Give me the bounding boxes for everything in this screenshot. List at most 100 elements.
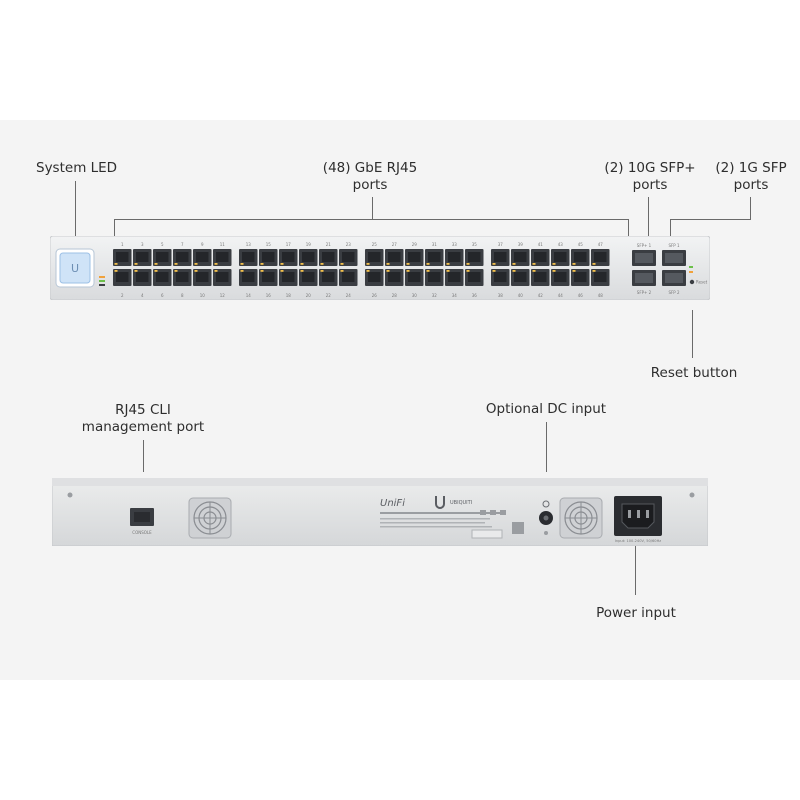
leader-power-input: [635, 545, 636, 595]
ubiquiti-logo-icon: [435, 496, 445, 509]
leader-cli-port: [143, 440, 144, 472]
system-led-button[interactable]: U: [55, 248, 95, 288]
rj45-port-jack: [594, 252, 607, 262]
rj45-port-jack: [242, 272, 255, 282]
svg-text:Reset: Reset: [696, 280, 708, 285]
port-number-label: 31: [432, 242, 438, 247]
port-led: [426, 263, 430, 265]
port-led: [592, 263, 596, 265]
screw-icon: [689, 492, 695, 498]
leader-system-led: [75, 181, 76, 236]
callout-cli-port: RJ45 CLI management port: [81, 402, 205, 435]
leader-sfp-bar: [670, 219, 751, 220]
port-led: [114, 263, 118, 265]
port-number-label: 35: [472, 242, 478, 247]
rj45-port-jack: [136, 252, 149, 262]
sfp-2-label: SFP 2: [668, 290, 680, 295]
rj45-port-jack: [156, 272, 169, 282]
port-number-label: 3: [141, 242, 144, 247]
rj45-port-jack: [428, 252, 441, 262]
rj45-port-jack: [282, 272, 295, 282]
rj45-port-jack: [534, 272, 547, 282]
ac-power-inlet[interactable]: Input: 100-240V, 50/60Hz: [614, 496, 662, 543]
rj45-port-jack: [574, 272, 587, 282]
port-led: [446, 270, 450, 272]
rj45-port-jack: [156, 252, 169, 262]
port-number-label: 24: [346, 293, 352, 298]
switch-rear-panel: CONSOLE UniFi UBIQUITI: [52, 478, 708, 546]
rj45-port-jack: [468, 272, 481, 282]
port-led: [340, 263, 344, 265]
svg-text:Input: 100-240V, 50/60Hz: Input: 100-240V, 50/60Hz: [615, 539, 661, 543]
rj45-port-jack: [408, 272, 421, 282]
rj45-port-jack: [494, 252, 507, 262]
port-led: [512, 270, 516, 272]
port-led: [512, 263, 516, 265]
port-number-label: 18: [286, 293, 292, 298]
rj45-port-jack: [322, 272, 335, 282]
port-led: [386, 263, 390, 265]
reset-button[interactable]: Reset: [689, 280, 708, 285]
leader-reset-button: [692, 310, 693, 358]
port-led: [320, 263, 324, 265]
port-number-label: 6: [161, 293, 164, 298]
port-led: [532, 270, 536, 272]
rj45-port-jack: [554, 272, 567, 282]
port-led: [240, 263, 244, 265]
rj45-port-jack: [196, 252, 209, 262]
port-led: [552, 263, 556, 265]
port-led: [386, 270, 390, 272]
port-number-label: 47: [598, 242, 604, 247]
port-number-label: 13: [246, 242, 252, 247]
port-number-label: 9: [201, 242, 204, 247]
port-number-label: 22: [326, 293, 332, 298]
dc-input-jack[interactable]: [539, 500, 553, 535]
port-led: [320, 270, 324, 272]
rj45-port-jack: [494, 272, 507, 282]
port-number-label: 17: [286, 242, 292, 247]
port-number-label: 21: [326, 242, 332, 247]
rj45-port-jack: [554, 252, 567, 262]
rj45-port-jack: [388, 252, 401, 262]
port-led: [134, 263, 138, 265]
port-number-label: 38: [498, 293, 504, 298]
port-number-label: 2: [121, 293, 124, 298]
port-led: [466, 263, 470, 265]
sfp-cages[interactable]: SFP 1 SFP 2: [662, 243, 686, 295]
port-led: [492, 270, 496, 272]
port-number-label: 7: [181, 242, 184, 247]
port-number-label: 20: [306, 293, 312, 298]
port-number-label: 1: [121, 242, 124, 247]
rj45-port-jack: [116, 252, 129, 262]
port-led: [260, 270, 264, 272]
rj45-port-block: [113, 249, 610, 286]
callout-sfp-plus: (2) 10G SFP+ ports: [604, 160, 696, 193]
rj45-port-jack: [514, 272, 527, 282]
sfp-plus-1-label: SFP+ 1: [637, 243, 652, 248]
rj45-port-jack: [262, 272, 275, 282]
port-led: [134, 270, 138, 272]
port-led: [114, 270, 118, 272]
rj45-port-jack: [574, 252, 587, 262]
port-number-label: 12: [220, 293, 226, 298]
rj45-port-jack: [368, 272, 381, 282]
port-number-label: 29: [412, 242, 418, 247]
console-rj45-port[interactable]: CONSOLE: [130, 508, 154, 535]
port-number-label: 19: [306, 242, 312, 247]
fan-grille-icon: [559, 497, 603, 539]
rj45-port-jack: [448, 252, 461, 262]
rj45-port-jack: [302, 272, 315, 282]
sfp-plus-cages[interactable]: SFP+ 1 SFP+ 2: [632, 243, 656, 295]
rj45-port-jack: [196, 272, 209, 282]
port-number-label: 39: [518, 242, 524, 247]
port-number-label: 34: [452, 293, 458, 298]
rj45-port-jack: [176, 272, 189, 282]
diagram-background: [0, 120, 800, 680]
leader-sfp-down: [670, 219, 671, 237]
rj45-port-jack: [216, 252, 229, 262]
rj45-port-jack: [176, 252, 189, 262]
ubiquiti-wordmark: UBIQUITI: [450, 500, 472, 506]
unifi-logo: UniFi: [380, 498, 405, 509]
rj45-port-jack: [514, 252, 527, 262]
rj45-port-jack: [342, 252, 355, 262]
